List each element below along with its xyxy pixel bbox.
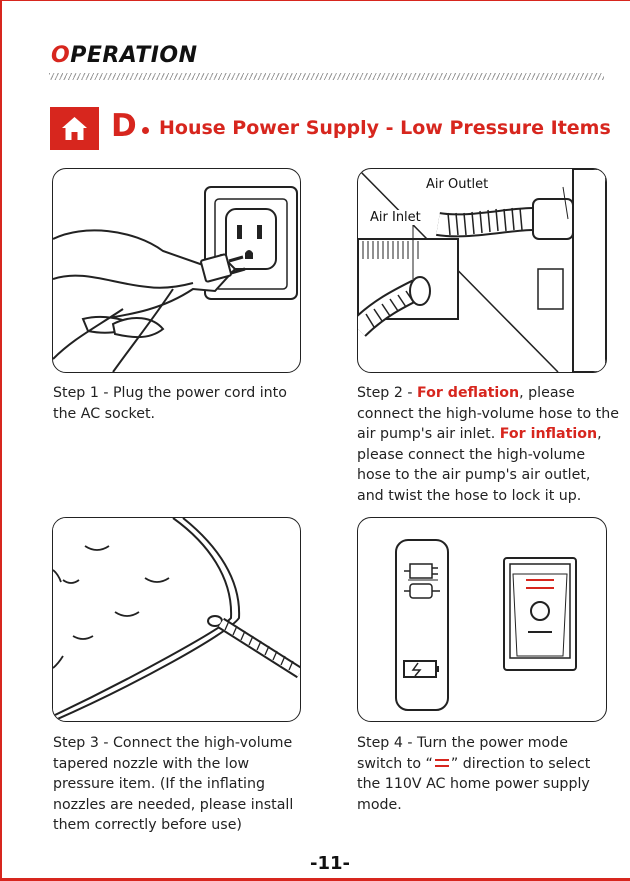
step2-line5: hose to the air pump's air outlet, [357,467,591,483]
step3-text: Step 3 - Connect the high-volume tapered… [53,733,303,836]
home-icon [62,117,87,140]
step2-line1: Step 2 - For deflation, please [357,383,625,404]
mattress-nozzle-illustration [53,518,300,721]
step4-line2-start: switch to “ [357,755,433,772]
step1-line: the AC socket. [53,405,156,422]
step4-line: the 110V AC home power supply [357,776,590,792]
page-number: -11- [310,853,350,874]
step3-line: nozzles are needed, please install [53,796,294,813]
step3-line1: Step 3 - Connect the high-volume [53,733,303,754]
section-icon-box [50,107,99,150]
hatch-divider [49,73,604,80]
inflation-highlight: For inflation [499,426,598,442]
car-plug-icon [404,583,440,599]
battery-icon [403,660,439,678]
bottom-border [0,878,630,881]
section-title: House Power Supply - Low Pressure Items [159,117,611,139]
section-dot [142,127,149,134]
step2-text: Step 2 - For deflation, please connect t… [357,383,625,506]
step4-text: Step 4 - Turn the power mode switch to “… [357,733,625,815]
step1-line: Step 1 - Plug the power cord into [53,385,287,401]
left-border [0,0,2,881]
air-inlet-label: Air Inlet [368,210,423,225]
step3-line1-rest: Connect the high-volume [112,735,293,751]
step4-line2-end: ” direction to select [450,755,591,772]
air-outlet-label: Air Outlet [424,177,491,192]
step4-illustration [357,517,607,722]
step2-line3-end: , [597,426,602,442]
step2-line1-rest: , please [519,385,575,401]
step4-line2: switch to “ ” direction to select [357,754,625,775]
page-title: OPERATION [51,43,198,68]
step4-line: mode. [357,796,402,813]
deflation-highlight: For deflation [416,385,520,401]
step2-line2: connect the high-volume hose to the [357,405,619,422]
step2-line6: and twist the hose to lock it up. [357,487,582,504]
step4-line1: Step 4 - Turn the power mode [357,733,625,754]
step2-illustration: Air Outlet Air Inlet [357,168,607,373]
step3-line: them correctly before use) [53,817,242,833]
step3-line: pressure item. (If the inflating [53,776,265,792]
step2-line4: please connect the high-volume [357,446,586,463]
step2-line3: air pump's air inlet. For inflation, [357,424,625,445]
ac-mode-symbol-icon [434,758,449,768]
step4-line1-rest: Turn the power mode [416,735,568,751]
plug-icon [404,563,438,579]
page-title-first-letter: O [51,43,71,68]
step3-prefix: Step 3 - [53,735,113,751]
page-title-rest: PERATION [70,43,198,68]
top-border [0,0,630,1]
step1-text: Step 1 - Plug the power cord into the AC… [53,383,303,424]
step4-prefix: Step 4 - [357,735,417,751]
section-letter: D [111,108,137,144]
power-mode-switch-illustration [395,539,577,711]
step2-prefix: Step 2 - [357,385,417,401]
step3-illustration [52,517,301,722]
step2-line3-start: air pump's air inlet. [357,426,500,442]
step3-line: tapered nozzle with the low [53,755,250,772]
step1-illustration [52,168,301,373]
air-pump-hose-illustration [358,169,606,372]
plug-socket-illustration [53,186,298,372]
